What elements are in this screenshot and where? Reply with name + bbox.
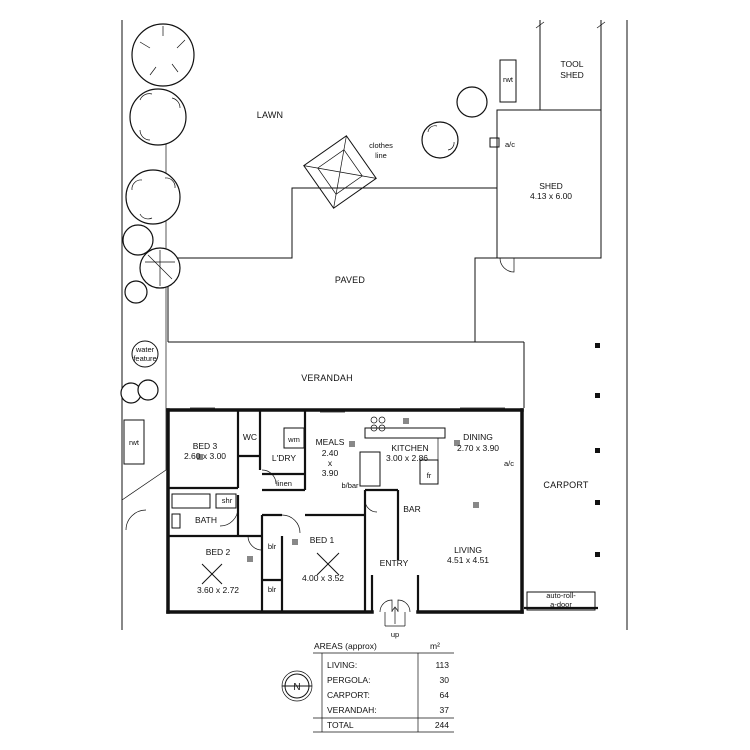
rwt-left-label: rwt (129, 438, 140, 447)
bed3-dims: 2.60 x 3.00 (184, 451, 226, 461)
paved-label: PAVED (335, 275, 365, 285)
kitchen-name: KITCHEN (391, 443, 428, 453)
bed1-name: BED 1 (310, 535, 335, 545)
trees (120, 23, 488, 404)
areas-row-value: 64 (440, 690, 450, 700)
entry-label: ENTRY (380, 558, 409, 568)
rwt-tank-top (499, 59, 517, 103)
blr-label-2: blr (268, 585, 277, 594)
wc-label: WC (243, 432, 257, 442)
meals-name: MEALS (316, 437, 345, 447)
blr-label-1: blr (268, 542, 277, 551)
entry-steps (384, 606, 406, 627)
areas-row-label: CARPORT: (327, 690, 370, 700)
bath-label: BATH (195, 515, 217, 525)
verandah-label: VERANDAH (301, 373, 353, 383)
lawn-label: LAWN (257, 110, 283, 120)
north-label: N (293, 682, 300, 693)
areas-total-label: TOTAL (327, 720, 354, 730)
cooktop (370, 416, 386, 432)
dining-name: DINING (463, 432, 493, 442)
rwt-tank-left (123, 419, 145, 465)
bed1-dims: 4.00 x 3.52 (302, 573, 344, 583)
meals-d2: 3.90 (322, 468, 339, 478)
auto-door-label-1: auto-roll- (546, 591, 576, 600)
rwt-top-label: rwt (503, 75, 514, 84)
shed-dims: 4.13 x 6.00 (530, 191, 572, 201)
meals-d1: 2.40 (322, 448, 339, 458)
dining-dims: 2.70 x 3.90 (457, 443, 499, 453)
shed-ac-label: a/c (505, 140, 515, 149)
water-feature (131, 340, 159, 368)
bed2-name: BED 2 (206, 547, 231, 557)
areas-total-value: 244 (435, 720, 449, 730)
dining-ac-label: a/c (504, 459, 514, 468)
living-dims: 4.51 x 4.51 (447, 555, 489, 565)
kitchen-dims: 3.00 x 2.86 (386, 453, 428, 463)
north-arrow (281, 670, 313, 702)
bar-label: BAR (403, 504, 420, 514)
ceiling-fans (201, 552, 340, 585)
carport-posts (595, 343, 600, 557)
bed2-dims: 3.60 x 2.72 (197, 585, 239, 595)
gate-swing (125, 509, 147, 531)
windows (190, 407, 505, 614)
areas-row-value: 37 (440, 705, 450, 715)
shower-label: shr (222, 496, 233, 505)
auto-door-label-2: a-door (550, 600, 572, 609)
fridge-label: fr (427, 471, 432, 480)
areas-row-value: 113 (435, 660, 449, 670)
areas-row-label: VERANDAH: (327, 705, 377, 715)
water-feature-label-1: water (135, 345, 155, 354)
up-label: up (391, 630, 399, 639)
shed-name: SHED (539, 181, 563, 191)
water-feature-label-2: feature (133, 354, 156, 363)
bbar-label: b/bar (341, 481, 359, 490)
clothesline-label-2: line (375, 151, 387, 160)
markers (197, 418, 479, 562)
areas-title: AREAS (approx) (314, 641, 377, 651)
clothesline-label-1: clothes (369, 141, 393, 150)
site-boundary (121, 20, 628, 630)
bed3-name: BED 3 (193, 441, 218, 451)
living-name: LIVING (454, 545, 482, 555)
ldry-label: L'DRY (272, 453, 296, 463)
areas-row-label: PERGOLA: (327, 675, 370, 685)
shed (489, 20, 606, 273)
tool-shed-label-2: SHED (560, 70, 584, 80)
door-swings (219, 411, 411, 613)
areas-row-label: LIVING: (327, 660, 357, 670)
areas-unit: m² (430, 641, 440, 651)
clothesline (303, 135, 377, 209)
auto-roll-door (526, 591, 596, 611)
areas-table (313, 652, 454, 733)
carport-label: CARPORT (543, 480, 589, 490)
wm-label: wm (287, 435, 300, 444)
tool-shed-label-1: TOOL (561, 59, 584, 69)
house-walls (166, 408, 524, 614)
meals-x: x (328, 458, 333, 468)
areas-row-value: 30 (440, 675, 450, 685)
linen-label: linen (276, 479, 292, 488)
